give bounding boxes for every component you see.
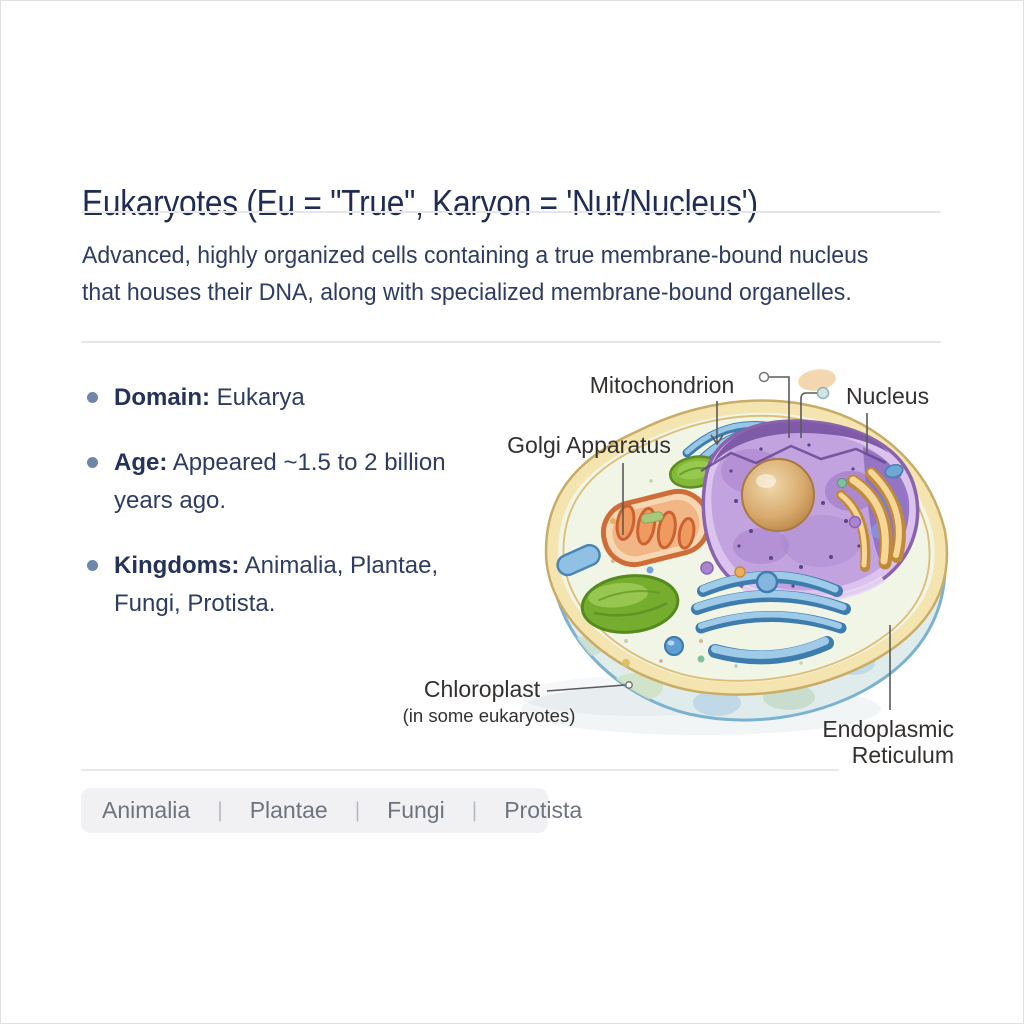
tag-separator: | (471, 798, 478, 822)
fact-domain: Domain: Eukarya (82, 379, 502, 417)
bullet-dot-icon (87, 457, 98, 468)
intro-paragraph: Advanced, highly organized cells contain… (82, 237, 868, 311)
kingdom-tag-bar: Animalia | Plantae | Fungi | Protista (81, 788, 582, 833)
nucleolus (741, 458, 815, 532)
nucleus-speckles (729, 443, 861, 588)
fact-label: Kingdoms: (114, 552, 240, 579)
fact-text: Age: Appeared ~1.5 to 2 billion years ag… (114, 444, 502, 520)
bullet-dot-icon (87, 392, 98, 403)
intro-divider (81, 341, 941, 343)
tag-separator: | (354, 798, 361, 822)
fact-kingdoms: Kingdoms: Animalia, Plantae, Fungi, Prot… (82, 547, 502, 623)
fact-age: Age: Appeared ~1.5 to 2 billion years ag… (82, 444, 502, 520)
cytoplasm-vesicles (556, 464, 904, 667)
bullet-dot-icon (87, 560, 98, 571)
tag-animalia: Animalia (102, 797, 191, 823)
label-er-line2: Reticulum (852, 742, 954, 768)
title-divider (81, 211, 941, 213)
eukaryotic-cell-illustration: Mitochondrion Nucleus Golgi Apparatus Ch… (403, 369, 954, 768)
label-chloroplast: Chloroplast (424, 676, 541, 702)
callout-dot-icon (625, 681, 633, 689)
fact-value: Appeared ~1.5 to 2 billion years ago. (114, 449, 446, 514)
page-title: Eukaryotes (Eu = "True", Karyon = 'Nut/N… (82, 182, 758, 224)
fact-value: Eukarya (216, 384, 305, 411)
fact-list: Domain: Eukarya Age: Appeared ~1.5 to 2 … (82, 379, 502, 623)
callout-dot-icon (758, 371, 770, 383)
fact-label: Domain: (114, 384, 210, 411)
tag-separator: | (217, 798, 223, 822)
label-golgi: Golgi Apparatus (507, 432, 671, 458)
label-chloroplast-note: (in some eukaryotes) (403, 705, 576, 726)
golgi-apparatus-organelle (691, 570, 851, 665)
chloroplast-organelle (580, 574, 680, 634)
fact-text: Domain: Eukarya (114, 379, 502, 417)
footer-divider (81, 769, 839, 771)
fact-label: Age: (114, 449, 168, 476)
golgi-vesicle (755, 570, 779, 594)
fact-text: Kingdoms: Animalia, Plantae, Fungi, Prot… (114, 547, 502, 623)
label-mitochondrion: Mitochondrion (590, 372, 734, 398)
intro-line-1: Advanced, highly organized cells contain… (82, 242, 869, 269)
callout-blobs (798, 369, 836, 400)
fact-value: Animalia, Plantae, Fungi, Protista. (114, 552, 439, 617)
label-nucleus: Nucleus (846, 383, 929, 409)
tag-plantae: Plantae (249, 797, 328, 823)
label-er-line1: Endoplasmic (822, 716, 954, 742)
tag-protista: Protista (504, 797, 583, 823)
intro-line-2: that houses their DNA, along with specia… (82, 279, 852, 306)
leader-lines (546, 376, 891, 710)
tag-fungi: Fungi (387, 797, 445, 823)
